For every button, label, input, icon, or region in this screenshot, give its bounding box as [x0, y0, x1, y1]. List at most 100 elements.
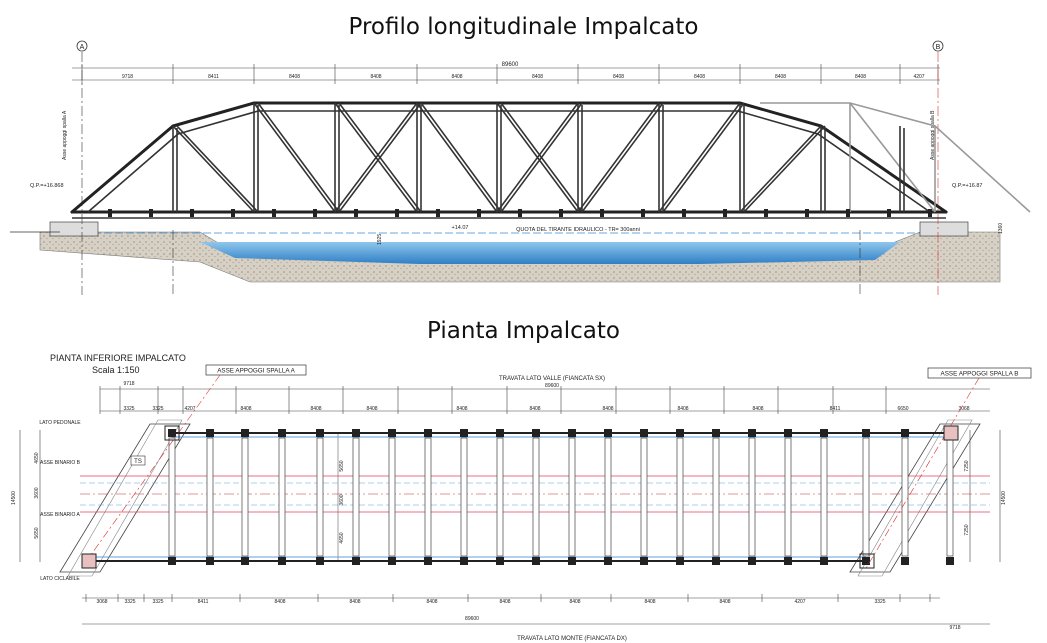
- deck-crossbeam: [887, 209, 891, 217]
- truss-diagonal: [658, 102, 741, 213]
- cross-girder: [946, 437, 954, 557]
- grid-label-b: B: [936, 44, 941, 51]
- truss-structure: [70, 101, 1031, 219]
- truss-diagonal: [739, 125, 822, 213]
- node-top: [278, 429, 286, 437]
- cross-girder: [820, 437, 828, 557]
- deck-crossbeam: [641, 209, 645, 217]
- plan-left-dim: 3600: [34, 487, 40, 498]
- node-top: [532, 429, 540, 437]
- node-top: [901, 429, 909, 437]
- truss-diagonal: [581, 102, 664, 213]
- truss-diagonal: [743, 125, 826, 213]
- label-pedestrian: LATO PEDONALE: [39, 420, 81, 426]
- node-bottom: [206, 557, 214, 565]
- plan-top-span-label: 8408: [310, 406, 321, 412]
- truss-diagonal: [172, 125, 255, 213]
- cross-girder: [278, 437, 286, 557]
- abutment-a: [49, 221, 99, 237]
- node-bottom: [946, 557, 954, 565]
- cross-girder: [532, 437, 540, 557]
- plan-bottom-span-label: 8408: [274, 599, 285, 605]
- deck-crossbeam: [518, 209, 522, 217]
- deck-crossbeam: [682, 209, 686, 217]
- axis-b-label: ASSE APPOGGI SPALLA B: [941, 371, 1019, 378]
- deck-plan: [59, 374, 990, 577]
- axis-b-line: [864, 377, 980, 571]
- node-top: [168, 429, 176, 437]
- cross-girder: [604, 437, 612, 557]
- node-top: [241, 429, 249, 437]
- cross-girder: [862, 437, 870, 557]
- cross-girder: [748, 437, 756, 557]
- width-right-dim: 14500: [1001, 491, 1007, 505]
- plan-top-span-label: 4207: [184, 406, 195, 412]
- plan-top-span-label: 8408: [677, 406, 688, 412]
- plan-mid-dim: 4650: [339, 532, 345, 543]
- bearing-b-top: [943, 425, 959, 441]
- water-note: QUOTA DEL TIRANTE IDRAULICO - TR= 300ann…: [516, 227, 640, 233]
- cross-girder: [460, 437, 468, 557]
- node-top: [676, 429, 684, 437]
- truss-diagonal: [420, 102, 502, 213]
- ts-mark: TS: [134, 459, 142, 465]
- node-bottom: [352, 557, 360, 565]
- plan-top-span-label: 3325: [123, 406, 134, 412]
- deck-crossbeam: [723, 209, 727, 217]
- profile-span-label: 8408: [532, 74, 543, 80]
- label-track-a: ASSE BINARIO A: [40, 512, 80, 518]
- truss-diagonal: [500, 102, 583, 213]
- cross-girder: [676, 437, 684, 557]
- deck-crossbeam: [354, 209, 358, 217]
- node-bottom: [278, 557, 286, 565]
- plan-top-span-label: 8408: [456, 406, 467, 412]
- bearing-a-bottom: [81, 553, 97, 569]
- plan-top-span-label: 8408: [240, 406, 251, 412]
- node-bottom: [604, 557, 612, 565]
- deck-crossbeam: [395, 209, 399, 217]
- deck-crossbeam: [231, 209, 235, 217]
- plan-top-span-label: 8411: [830, 406, 841, 412]
- node-bottom: [168, 557, 176, 565]
- river-water: [200, 242, 900, 264]
- node-bottom: [316, 557, 324, 565]
- bearing-b-bottom: [859, 553, 875, 569]
- label-track-b: ASSE BINARIO B: [40, 460, 81, 466]
- plan-scale: Scala 1:150: [92, 365, 140, 375]
- profile-span-label: 8411: [208, 74, 219, 80]
- bearing-a-top: [164, 425, 180, 441]
- node-bottom: [424, 557, 432, 565]
- profile-span-label: 4207: [913, 74, 924, 80]
- plan-top-span-label: 6650: [897, 406, 908, 412]
- node-top: [388, 429, 396, 437]
- top-beam-label: TRAVATA LATO VALLE (FIANCATA SX): [499, 376, 605, 382]
- truss-diagonal: [577, 102, 660, 213]
- node-top: [496, 429, 504, 437]
- node-bottom: [568, 557, 576, 565]
- axis-a-box: [205, 364, 307, 376]
- deck-crossbeam: [190, 209, 194, 217]
- plan-right-dim: 7250: [964, 460, 970, 471]
- node-top: [316, 429, 324, 437]
- node-bottom: [712, 557, 720, 565]
- profile-span-label: 8408: [775, 74, 786, 80]
- plan-bottom-span-label: 8411: [198, 599, 209, 605]
- node-top: [748, 429, 756, 437]
- truss-diagonal: [662, 102, 745, 213]
- plan-heading: PIANTA INFERIORE IMPALCATO: [50, 353, 186, 363]
- truss-diagonal: [496, 102, 579, 213]
- plan-bottom-span-label: 3325: [874, 599, 885, 605]
- node-bottom: [820, 557, 828, 565]
- node-top: [206, 429, 214, 437]
- node-top: [568, 429, 576, 437]
- node-bottom: [748, 557, 756, 565]
- deck-crossbeam: [846, 209, 850, 217]
- plan-bottom-span-label: 8408: [349, 599, 360, 605]
- truss-diagonal: [334, 102, 418, 213]
- cross-girder: [316, 437, 324, 557]
- level-right: Q.P.=+16.87: [952, 183, 982, 189]
